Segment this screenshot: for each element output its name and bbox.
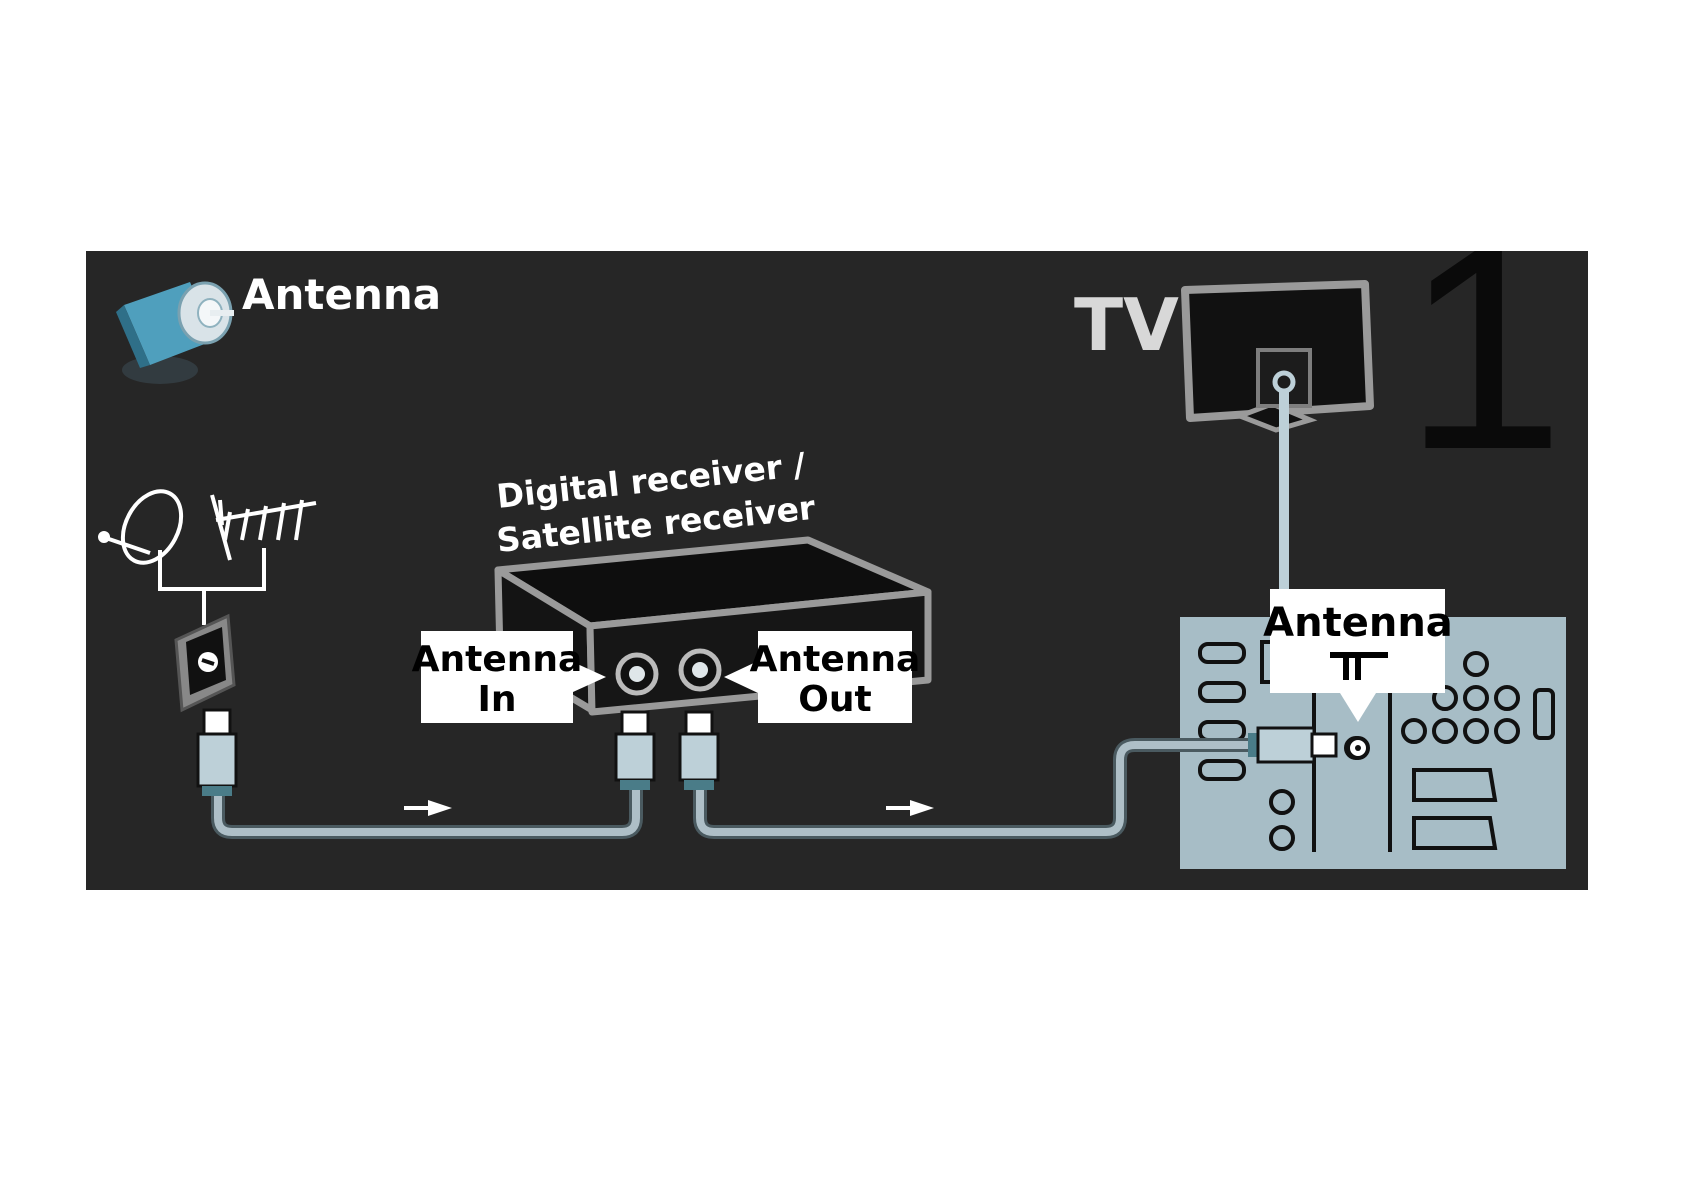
direction-arrow-icon	[886, 800, 934, 816]
aerial-icon	[210, 494, 317, 561]
tv-icon	[1181, 280, 1374, 433]
coax-plug-receiver-out	[678, 710, 720, 790]
tv-antenna-label: Antenna	[1263, 600, 1453, 646]
antenna-in-line1: Antenna	[412, 639, 583, 680]
coax-plug-receiver-in	[614, 710, 656, 790]
antenna-symbol-icon	[1330, 652, 1388, 680]
coax-plug-icon	[116, 281, 234, 384]
step-number: 1	[1403, 186, 1564, 510]
antenna-in-callout: Antenna In	[412, 631, 606, 723]
satellite-dish-icon	[98, 489, 184, 565]
tv-title: TV	[1074, 283, 1179, 367]
direction-arrow-icon	[404, 800, 452, 816]
antenna-title: Antenna	[242, 270, 441, 319]
cable-socket-to-receiver	[211, 780, 643, 839]
receiver-in-socket	[615, 652, 659, 696]
antenna-out-line2: Out	[798, 679, 871, 720]
coax-plug-socket	[196, 708, 238, 796]
antenna-wiring	[158, 548, 266, 625]
coax-plug-tv	[1248, 726, 1370, 764]
antenna-out-callout: Antenna Out	[724, 631, 920, 723]
antenna-out-line1: Antenna	[750, 639, 921, 680]
cable-receiver-to-tv	[693, 738, 1255, 839]
antenna-in-line2: In	[477, 679, 516, 720]
tv-antenna-callout: Antenna	[1263, 589, 1453, 722]
receiver-out-socket	[678, 648, 722, 692]
wall-socket-icon	[174, 613, 236, 713]
